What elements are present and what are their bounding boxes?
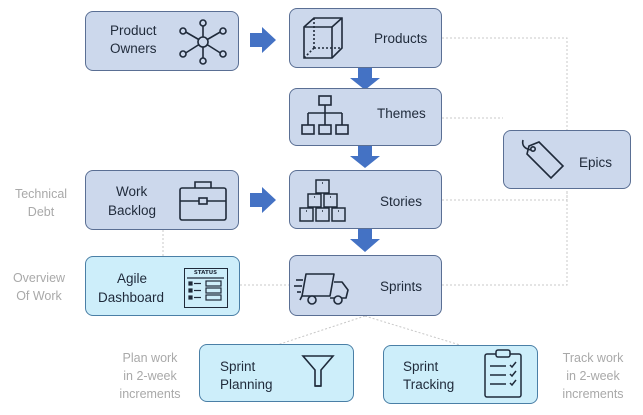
technical-debt-label-line1: Technical — [14, 187, 68, 201]
plan-work-label-line2: in 2-week — [123, 369, 177, 383]
work-backlog-label-line1: Work — [116, 184, 148, 199]
plan-work-label-line1: Plan work — [122, 351, 178, 365]
connector-sprints-epics — [442, 190, 568, 286]
connector-sprints-tracking — [364, 315, 461, 346]
epics-label: Epics — [579, 155, 613, 170]
product-owners-label-line2: Owners — [110, 41, 157, 56]
overview-of-work-label-line1: Overview — [12, 271, 66, 285]
connector-sprints-planning — [276, 315, 366, 346]
agile-dashboard-label-line2: Dashboard — [98, 290, 165, 305]
work-backlog-label-line2: Backlog — [108, 203, 157, 218]
sprints-label: Sprints — [380, 279, 423, 294]
themes-label: Themes — [377, 106, 426, 121]
hierarchy-icon — [301, 95, 349, 135]
stories-box[interactable] — [289, 170, 442, 229]
sprint-tracking-box[interactable] — [383, 345, 538, 404]
arrow-themes-stories — [350, 146, 380, 168]
agile-dashboard-label-line1: Agile — [117, 271, 148, 286]
arrow-backlog-stories — [250, 187, 276, 213]
sprint-planning-label-line1: Sprint — [220, 359, 256, 374]
sprint-tracking-label-line1: Sprint — [403, 359, 439, 374]
stacked-boxes-icon — [299, 179, 346, 222]
products-label: Products — [374, 31, 428, 46]
arrow-products-themes — [350, 68, 380, 90]
cube-icon — [303, 17, 343, 59]
sprint-tracking-label-line2: Tracking — [403, 377, 455, 392]
connector-stories-epics — [442, 190, 568, 201]
status-board-title: STATUS — [193, 270, 218, 276]
track-work-label-line3: increments — [562, 387, 624, 401]
tag-icon — [521, 139, 565, 180]
track-work-label-line1: Track work — [562, 351, 624, 365]
product-owners-box[interactable] — [85, 11, 239, 71]
sprint-planning-label-line2: Planning — [220, 377, 273, 392]
stories-label: Stories — [380, 194, 423, 209]
sprints-box[interactable] — [289, 255, 442, 316]
arrow-owners-products — [250, 27, 276, 53]
checklist-clipboard-icon — [484, 349, 522, 398]
epics-box[interactable] — [503, 130, 631, 189]
briefcase-icon — [179, 181, 227, 221]
arrow-stories-sprints — [350, 229, 380, 252]
track-work-label-line2: in 2-week — [566, 369, 620, 383]
sprint-planning-box[interactable] — [199, 344, 354, 402]
delivery-truck-icon — [294, 273, 349, 305]
product-owners-label-line1: Product — [110, 23, 157, 38]
network-icon — [179, 19, 227, 65]
status-board-icon: STATUS — [184, 268, 228, 308]
plan-work-label-line3: increments — [119, 387, 181, 401]
status-rows-icon — [187, 277, 224, 301]
connector-products-epics — [442, 37, 568, 130]
overview-of-work-label-line2: Of Work — [16, 289, 62, 303]
technical-debt-label-line2: Debt — [27, 205, 55, 219]
themes-box[interactable] — [289, 88, 442, 146]
funnel-icon — [301, 355, 335, 387]
